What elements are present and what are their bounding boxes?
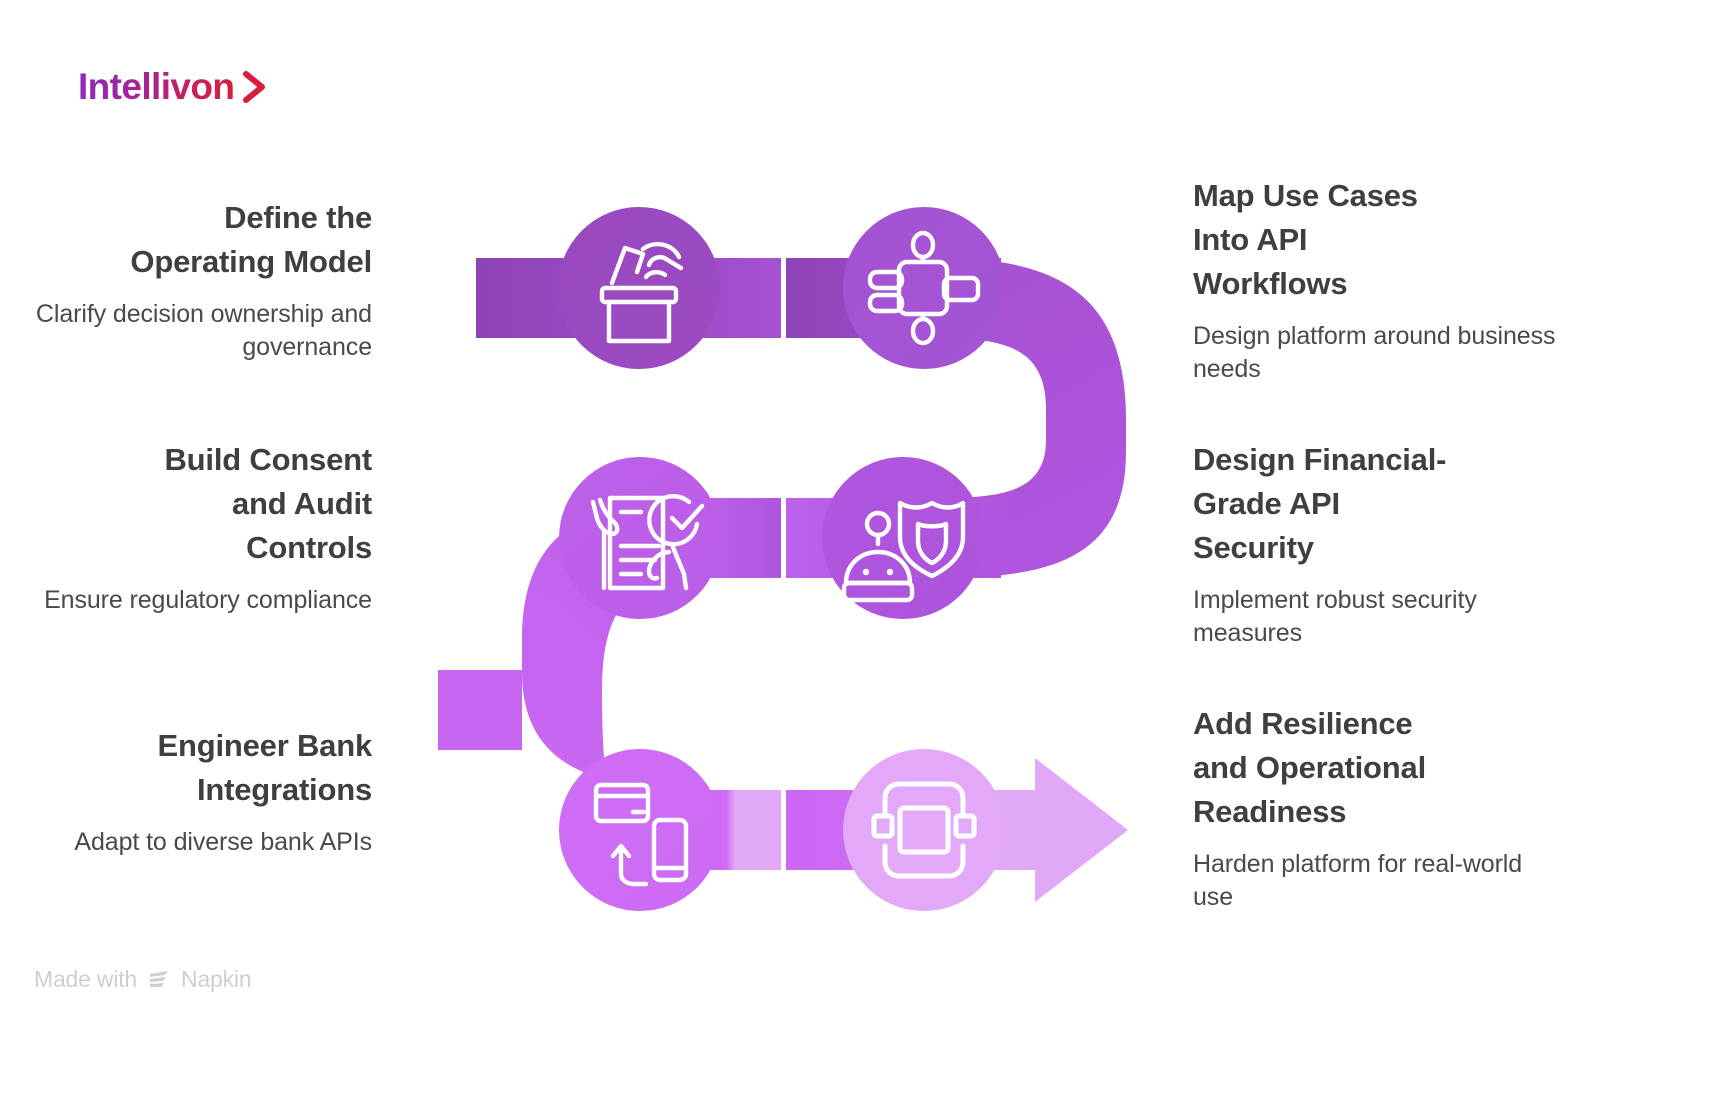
step-2-circle	[843, 207, 1005, 369]
brand-name: Intellivon	[78, 66, 235, 107]
brand-logo: Intellivon	[78, 68, 270, 105]
napkin-logo-icon	[150, 970, 169, 987]
step-3-circle	[559, 457, 721, 619]
step-1-title: Define the Operating Model	[130, 200, 372, 280]
ribbon-segment-row3-a	[660, 790, 781, 870]
step-label-3: Build Consent and Audit Controls Ensure …	[0, 438, 372, 617]
step-5-description: Adapt to diverse bank APIs	[74, 828, 372, 857]
footer-product: Napkin	[181, 966, 252, 992]
made-with-napkin-badge[interactable]: Made with Napkin	[34, 966, 252, 993]
step-4-circle	[822, 457, 984, 619]
step-6-title: Add Resilience and Operational Readiness	[1193, 706, 1426, 830]
step-2-description: Design platform around business needs	[1193, 322, 1556, 384]
ribbon-segment-row1-a	[476, 258, 781, 338]
ribbon-segment-row2-a	[700, 498, 781, 578]
podium-hand-icon	[599, 241, 684, 344]
step-node-6[interactable]	[843, 749, 1005, 911]
step-label-4: Design Financial- Grade API Security Imp…	[1193, 438, 1565, 651]
step-node-4[interactable]	[822, 457, 984, 619]
step-node-1[interactable]	[558, 207, 720, 369]
step-node-5[interactable]	[559, 749, 721, 911]
document-check-hands-icon	[590, 493, 705, 591]
chip-bracket-icon	[871, 781, 977, 879]
card-to-phone-icon	[593, 782, 689, 887]
step-label-5: Engineer Bank Integrations Adapt to dive…	[0, 724, 372, 859]
step-3-description: Ensure regulatory compliance	[44, 586, 372, 615]
step-label-1: Define the Operating Model Clarify decis…	[0, 196, 372, 365]
ribbon-segment-row3-stub	[438, 670, 522, 750]
ribbon-end-arrow-icon	[960, 758, 1128, 902]
step-2-title: Map Use Cases Into API Workflows	[1193, 178, 1418, 302]
step-node-2[interactable]	[843, 207, 1005, 369]
ribbon-segment-row3-b	[786, 790, 1001, 870]
step-4-description: Implement robust security measures	[1193, 586, 1477, 648]
flow-ribbon	[438, 258, 1128, 902]
step-4-title: Design Financial- Grade API Security	[1193, 442, 1447, 566]
step-6-circle	[843, 749, 1005, 911]
step-1-description: Clarify decision ownership and governanc…	[35, 300, 372, 362]
footer-prefix: Made with	[34, 966, 138, 992]
ribbon-curve-right	[940, 258, 1126, 578]
robot-shield-icon	[841, 500, 966, 603]
workflow-nodes-icon	[867, 230, 981, 346]
ribbon-segment-row1-b	[786, 258, 1001, 338]
step-5-title: Engineer Bank Integrations	[157, 728, 373, 808]
ribbon-curve-left	[522, 498, 706, 870]
step-3-title: Build Consent and Audit Controls	[164, 442, 373, 566]
ribbon-segment-row2-b	[786, 498, 1001, 578]
step-1-circle	[558, 207, 720, 369]
chevron-right-icon	[243, 71, 266, 103]
step-node-3[interactable]	[559, 457, 721, 619]
step-6-description: Harden platform for real-world use	[1193, 850, 1523, 912]
step-label-2: Map Use Cases Into API Workflows Design …	[1193, 174, 1565, 387]
step-label-6: Add Resilience and Operational Readiness…	[1193, 702, 1565, 915]
step-5-circle	[559, 749, 721, 911]
